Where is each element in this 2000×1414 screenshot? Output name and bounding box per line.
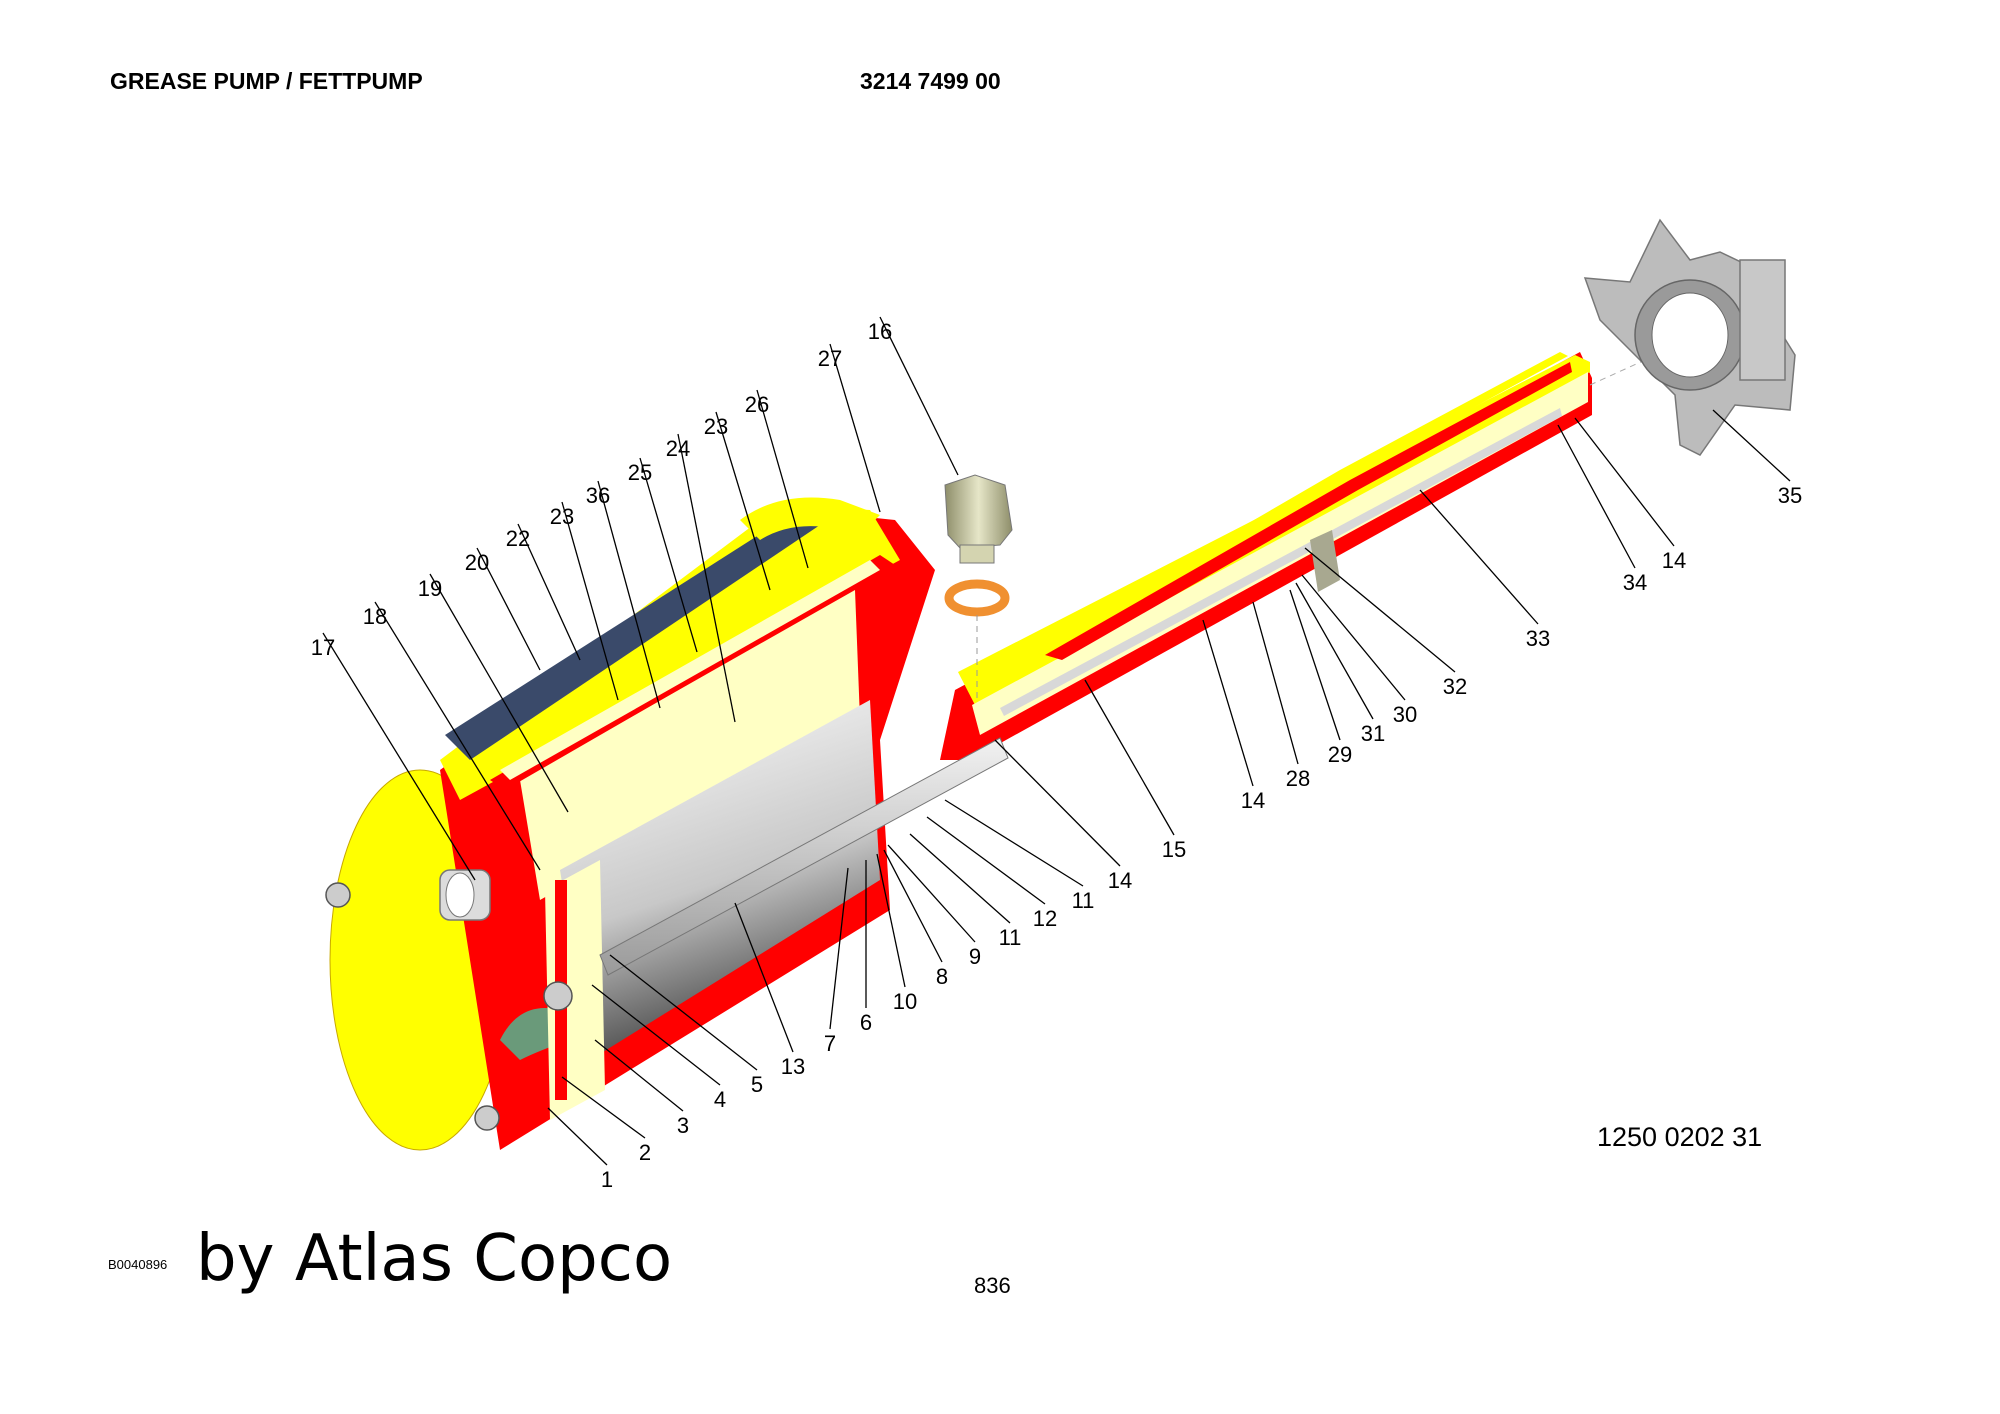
- leader-line: [1301, 574, 1406, 701]
- callout-label: 8: [936, 964, 948, 989]
- callout-label: 30: [1393, 702, 1417, 727]
- callout-label: 22: [506, 526, 530, 551]
- leader-line: [756, 389, 809, 569]
- callout-label: 16: [868, 319, 892, 344]
- callout-label: 3: [677, 1113, 689, 1138]
- leader-line: [829, 867, 849, 1030]
- leader-line: [429, 573, 569, 813]
- drawing-reference: 1250 0202 31: [1597, 1122, 1763, 1152]
- callout-label: 11: [1072, 888, 1095, 913]
- callout-label: 14: [1108, 868, 1132, 893]
- leader-line: [597, 480, 661, 709]
- leader-line: [561, 1076, 646, 1139]
- callout-label: 4: [714, 1087, 726, 1112]
- callout-label: 17: [311, 635, 335, 660]
- leader-line: [547, 1107, 608, 1166]
- leader-line: [1712, 409, 1791, 482]
- piston-rod: [599, 737, 1009, 976]
- leader-line: [926, 816, 1046, 905]
- watermark: by Atlas Copco: [196, 1222, 673, 1296]
- leader-line: [1574, 417, 1675, 547]
- leader-line: [594, 1039, 684, 1112]
- page-number: 836: [974, 1273, 1011, 1298]
- callout-label: 18: [363, 604, 387, 629]
- part-number: 3214 7499 00: [860, 68, 1001, 94]
- leader-line: [887, 844, 976, 943]
- callout-label: 2: [639, 1140, 651, 1165]
- leader-line: [1084, 679, 1175, 836]
- callout-label: 26: [745, 392, 769, 417]
- leader-line: [517, 523, 581, 661]
- image-code: B0040896: [108, 1257, 168, 1272]
- callout-label: 27: [818, 346, 842, 371]
- callout-label: 12: [1033, 906, 1057, 931]
- star-nut: [1583, 218, 1796, 456]
- callout-label: 13: [781, 1054, 805, 1079]
- callout-label: 35: [1778, 483, 1802, 508]
- callout-label: 32: [1443, 674, 1467, 699]
- callout-label: 7: [824, 1031, 836, 1056]
- leader-line: [944, 799, 1084, 887]
- leader-line: [561, 501, 619, 701]
- leader-line: [734, 902, 794, 1053]
- callout-layer: 1234513761089111211141514282931303233341…: [311, 316, 1802, 1192]
- leader-line: [879, 316, 959, 476]
- callout-label: 6: [860, 1010, 872, 1035]
- callout-label: 1: [601, 1167, 613, 1192]
- leader-line: [994, 739, 1121, 867]
- page-title: GREASE PUMP / FETTPUMP: [110, 68, 423, 94]
- callout-label: 23: [550, 504, 574, 529]
- callout-label: 20: [465, 550, 489, 575]
- leader-line: [715, 411, 771, 591]
- callout-label: 14: [1241, 788, 1265, 813]
- callout-label: 24: [666, 436, 690, 461]
- leader-line: [1295, 582, 1374, 720]
- callout-label: 9: [969, 944, 981, 969]
- barrel-outer-shell: [1030, 352, 1572, 660]
- leader-line: [1557, 424, 1636, 569]
- leader-line: [876, 853, 906, 988]
- callout-label: 15: [1162, 837, 1186, 862]
- leader-line: [1202, 619, 1254, 787]
- leader-line: [1252, 601, 1299, 765]
- leader-line: [322, 632, 476, 881]
- leader-line: [909, 833, 1011, 924]
- leader-line: [1304, 547, 1456, 673]
- grease-plug: [944, 474, 1013, 700]
- leader-line: [639, 457, 698, 653]
- callout-label: 36: [586, 483, 610, 508]
- callout-label: 23: [704, 414, 728, 439]
- leader-line: [1289, 589, 1341, 741]
- pump-housing: [325, 497, 935, 1151]
- callout-label: 28: [1286, 766, 1310, 791]
- callout-label: 29: [1328, 742, 1352, 767]
- callout-label: 25: [628, 460, 652, 485]
- callout-label: 31: [1361, 721, 1385, 746]
- leader-line: [1419, 489, 1539, 625]
- callout-label: 10: [893, 989, 917, 1014]
- leader-line: [829, 343, 881, 513]
- leader-line: [883, 849, 943, 963]
- callout-label: 19: [418, 576, 442, 601]
- leader-line: [609, 954, 758, 1071]
- callout-label: 11: [999, 925, 1022, 950]
- leader-line: [677, 433, 736, 723]
- callout-label: 33: [1526, 626, 1550, 651]
- callout-label: 14: [1662, 548, 1686, 573]
- leader-line: [591, 984, 721, 1086]
- callout-label: 34: [1623, 570, 1647, 595]
- leader-line: [476, 547, 541, 671]
- callout-label: 5: [751, 1072, 763, 1097]
- leader-line: [374, 601, 541, 871]
